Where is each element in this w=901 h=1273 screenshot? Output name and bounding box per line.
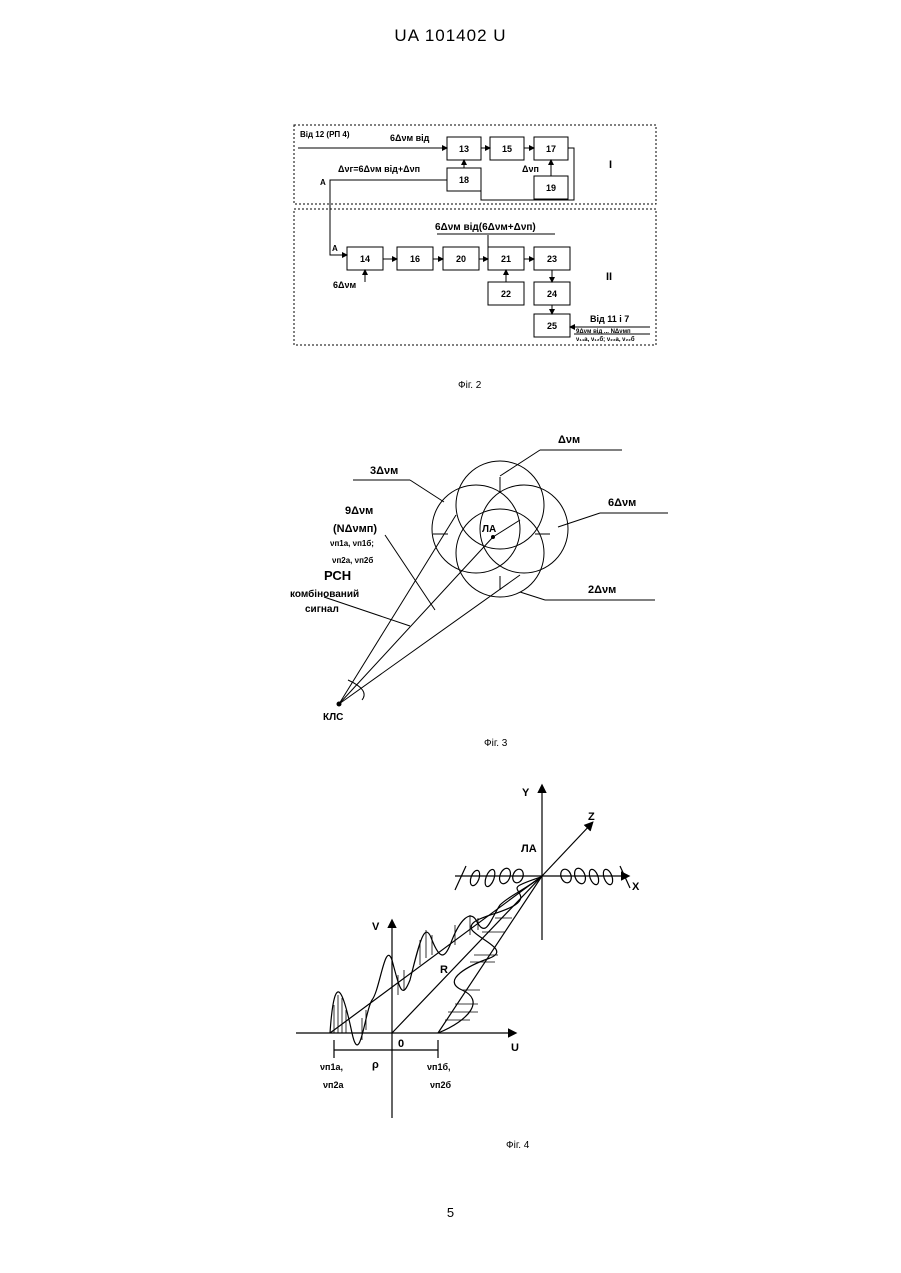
- label-y: Y: [522, 787, 530, 799]
- label-z: Z: [588, 811, 595, 823]
- label-zero: 0: [398, 1038, 404, 1050]
- label-nu-left-1: νп1а,: [320, 1062, 343, 1072]
- axis-z: [542, 823, 592, 876]
- label-r: R: [440, 964, 448, 976]
- label-nu-right-2: νп2б: [430, 1080, 451, 1090]
- label-x: X: [632, 881, 640, 893]
- label-u: U: [511, 1042, 519, 1054]
- label-v: V: [372, 921, 380, 933]
- label-nu-left-2: νп2а: [323, 1080, 344, 1090]
- page-number: 5: [0, 1205, 901, 1220]
- label-nu-right-1: νп1б,: [427, 1062, 451, 1072]
- fig4-caption: Фіг. 4: [506, 1140, 529, 1151]
- label-rho: ρ: [372, 1059, 379, 1071]
- label-la: ЛА: [521, 843, 537, 855]
